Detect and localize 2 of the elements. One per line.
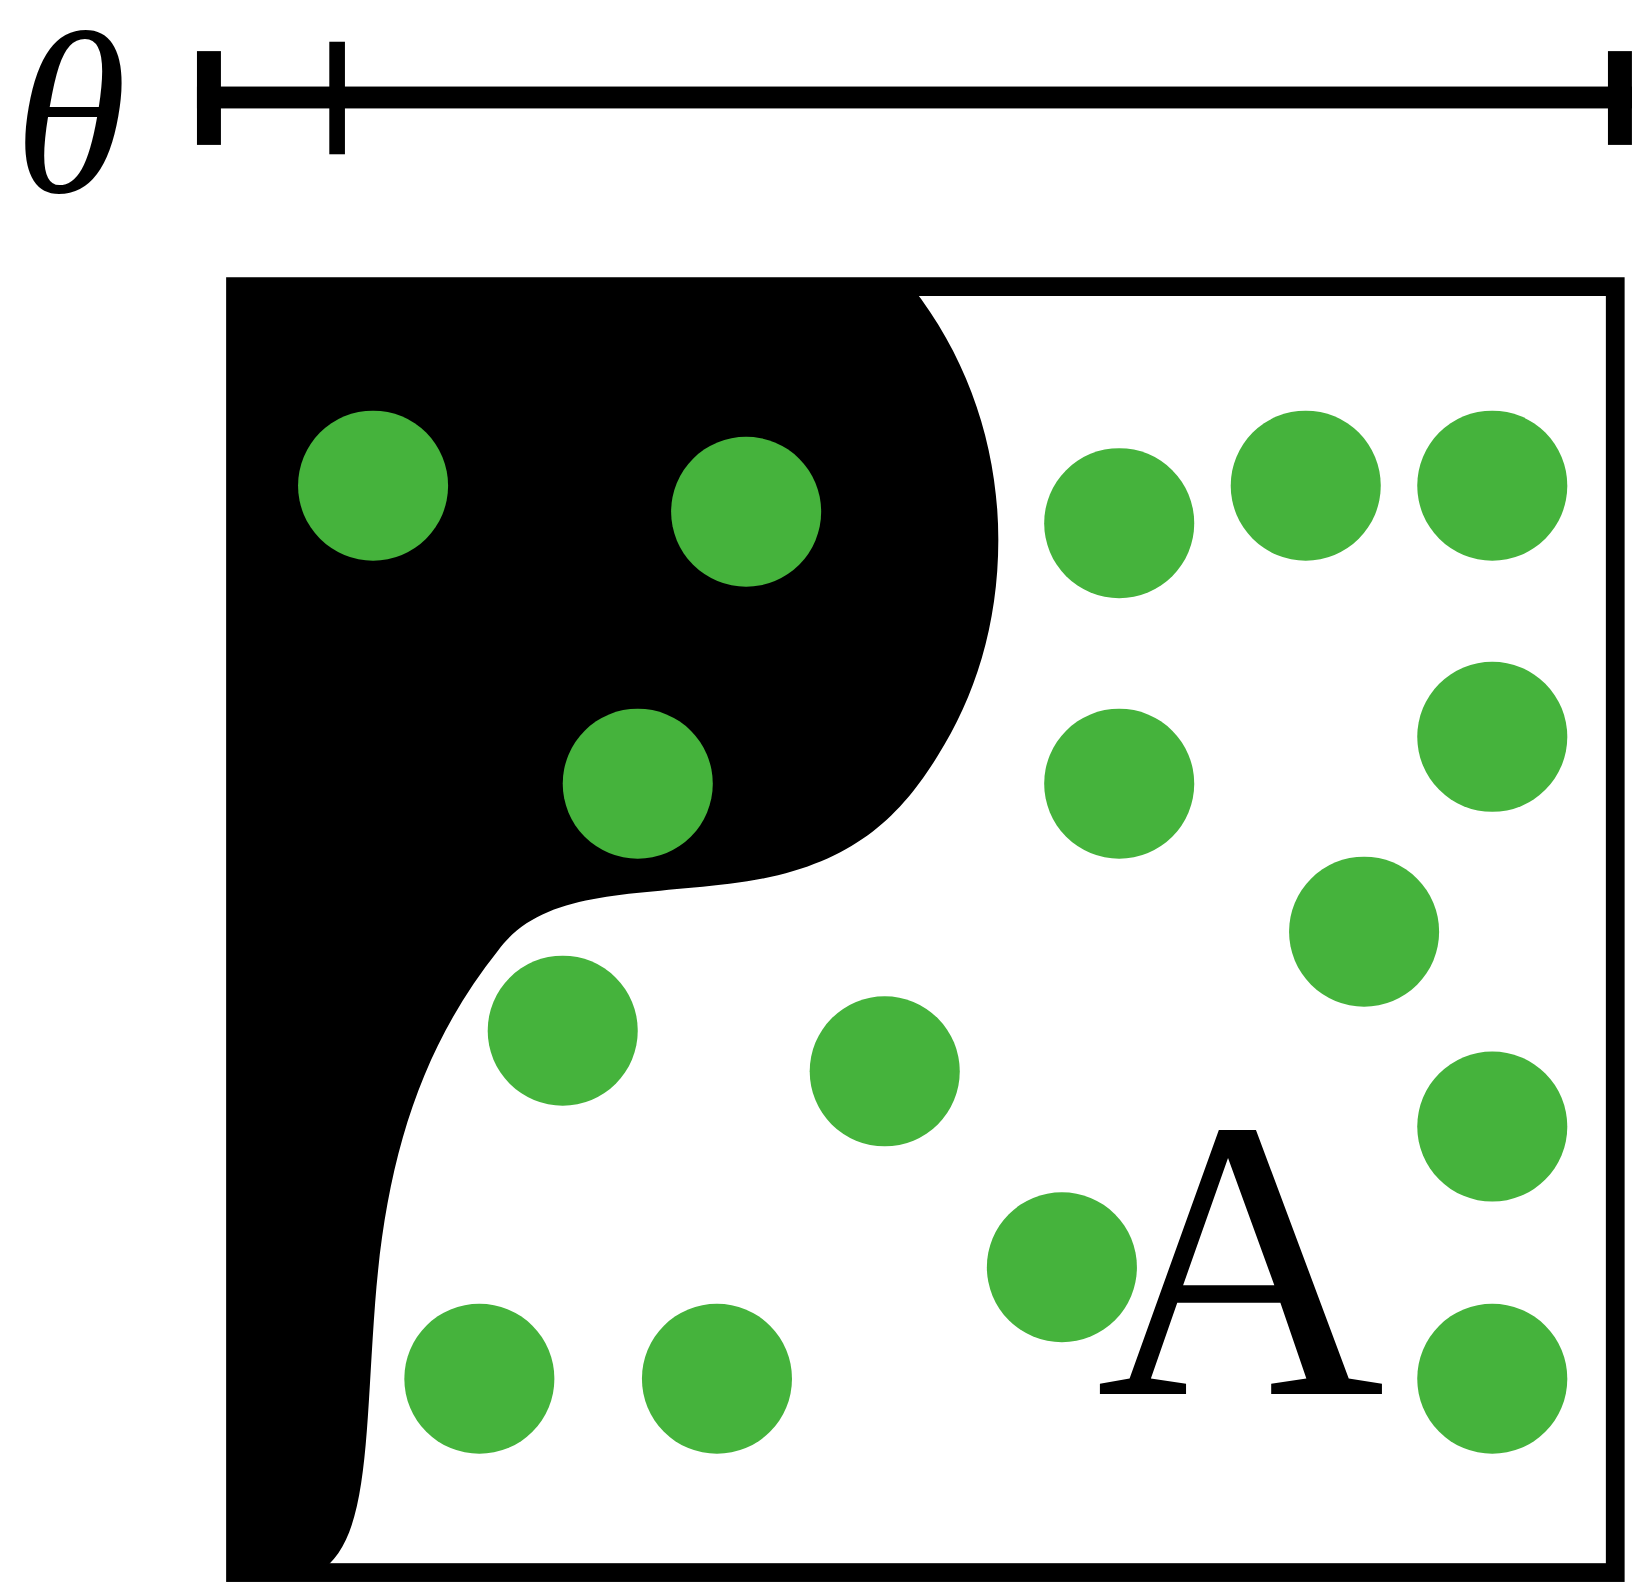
theta-symbol: θ (14, 0, 127, 230)
region-letter: A (1096, 1060, 1385, 1460)
